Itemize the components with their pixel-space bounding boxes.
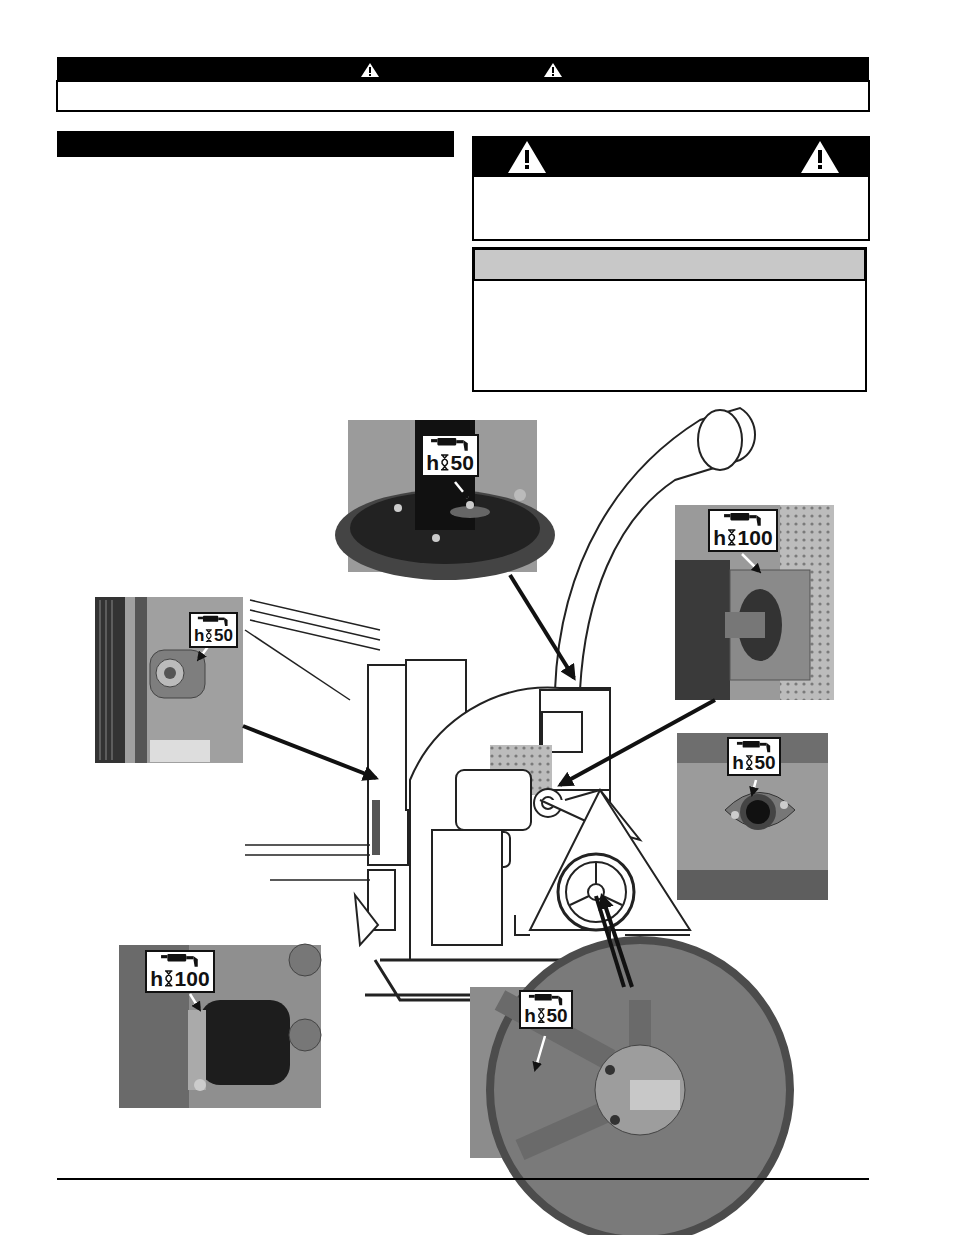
grease-interval-badge: h 50 [727,737,781,776]
pointer-arrows [243,575,715,987]
grease-interval-badge: h 100 [708,509,778,552]
hour-unit: h [426,452,439,473]
grease-gun-icon [723,512,763,527]
photo-right-flange-bearing [677,733,828,900]
warning-header [57,57,869,111]
grease-interval-badge: h 100 [145,950,215,993]
hourglass-symbol [440,454,449,471]
photo-left-bearing [95,597,243,763]
footer-rule [57,1178,869,1180]
hourglass-symbol [164,970,173,987]
grease-interval-badge: h 50 [189,612,238,648]
hour-unit: h [732,753,744,772]
interval-hours: 50 [755,753,776,772]
hour-unit: h [150,968,163,989]
grease-gun-icon [528,993,564,1006]
photo-top-flange [335,420,555,580]
machine-drawing [245,408,755,1000]
notice-box [473,248,866,391]
interval-hours: 50 [547,1006,568,1025]
hourglass-symbol [745,755,754,770]
hourglass-symbol [205,629,213,643]
photo-right-bearing [675,505,834,700]
warning-box [473,137,869,240]
hour-unit: h [713,527,726,548]
interval-hours: 100 [738,527,773,548]
grease-gun-icon [197,615,229,627]
section-bar [57,131,454,157]
hourglass-symbol [537,1008,546,1023]
interval-hours: 50 [450,452,473,473]
hourglass-symbol [727,529,736,546]
badge-arrows [190,482,760,1070]
grease-gun-icon [160,953,200,968]
grease-interval-badge: h 50 [519,990,573,1029]
grease-gun-icon [736,740,772,753]
hour-unit: h [524,1006,536,1025]
interval-hours: 50 [214,627,233,644]
interval-hours: 100 [175,968,210,989]
grease-gun-icon [430,437,470,452]
grease-interval-badge: h 50 [421,434,479,477]
photo-bottom-left-bearing [119,944,321,1108]
hour-unit: h [194,627,204,644]
